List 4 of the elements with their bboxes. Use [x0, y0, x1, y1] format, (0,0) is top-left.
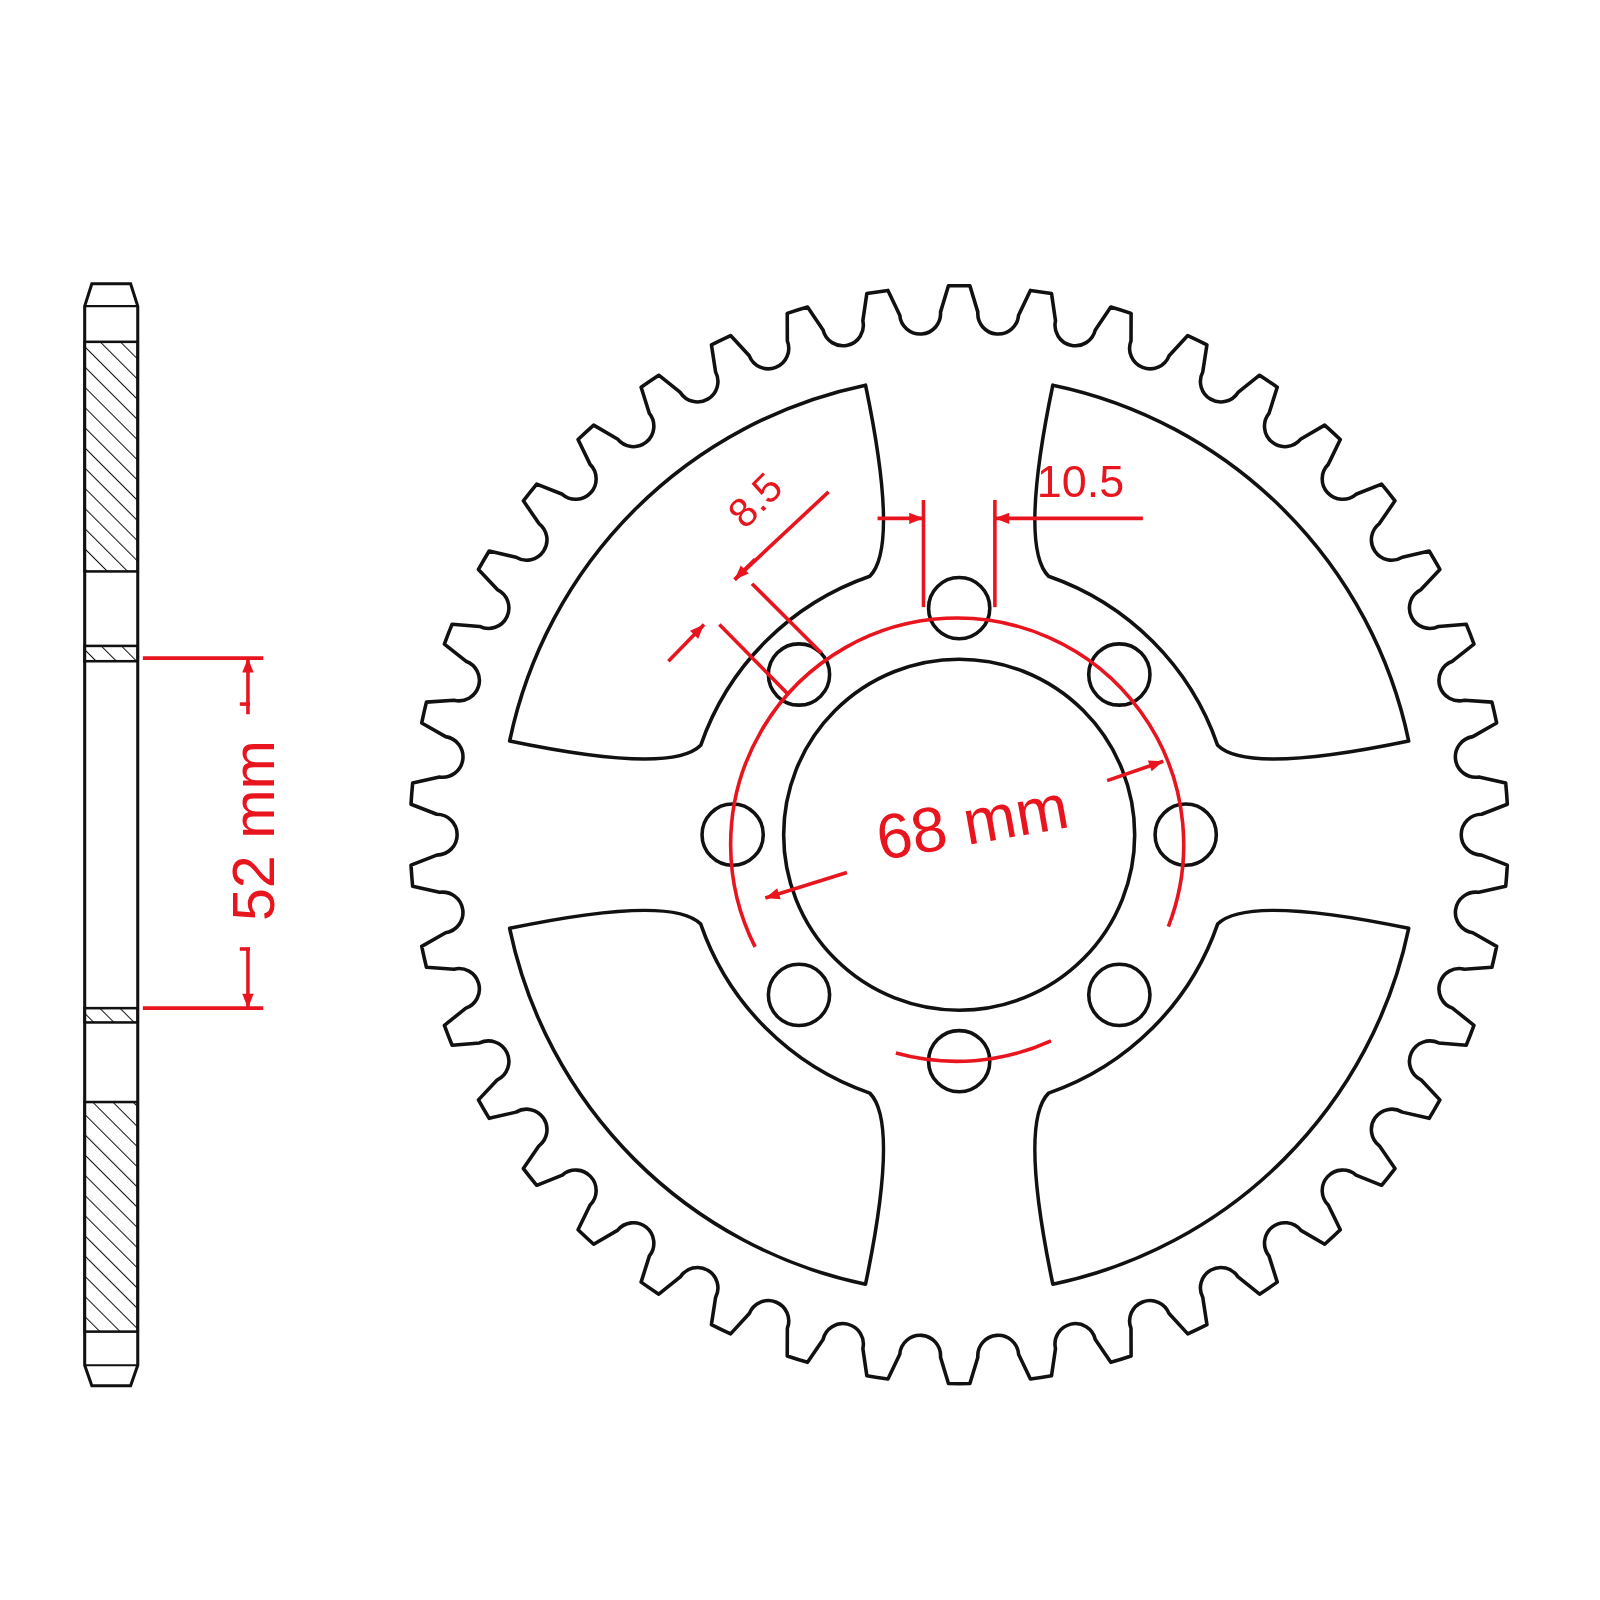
dimension-label: 8.5	[720, 465, 790, 535]
dimension-label: 52 mm	[224, 740, 284, 922]
dimension-label: 10.5	[1036, 459, 1125, 505]
dimension-label: 68 mm	[871, 774, 1073, 871]
